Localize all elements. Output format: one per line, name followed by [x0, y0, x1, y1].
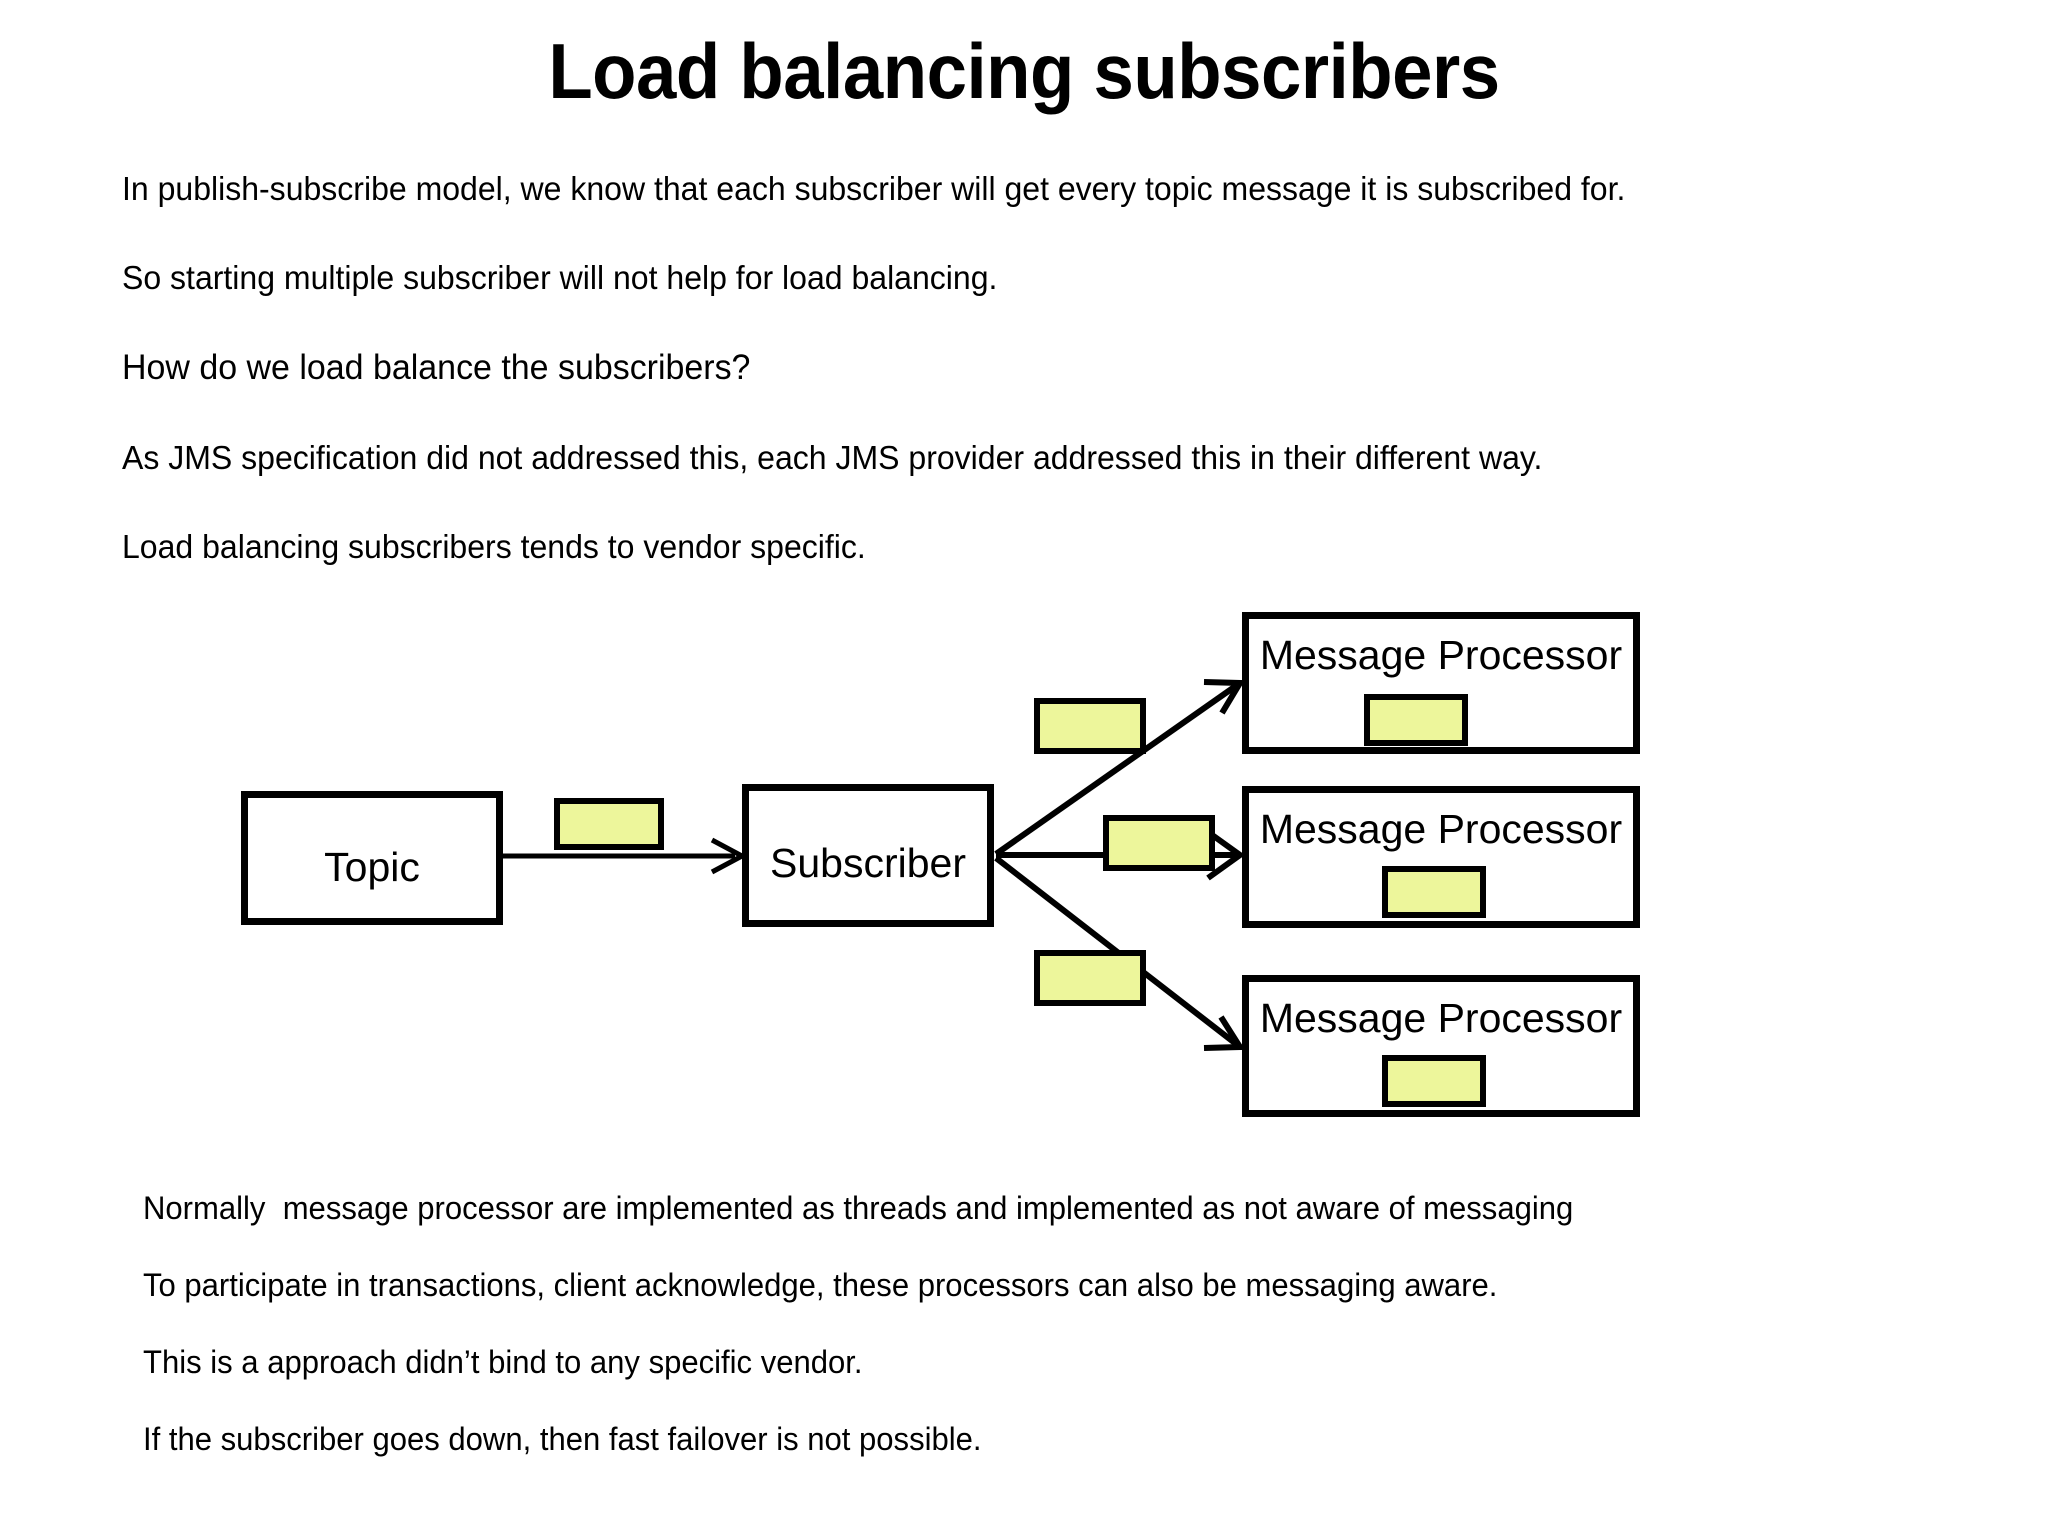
- intro-line-2: So starting multiple subscriber will not…: [122, 259, 998, 296]
- arrow-subscriber-to-processor-1: [994, 679, 1246, 857]
- message-token-in-processor-1: [1364, 694, 1468, 746]
- message-token-topic-link: [554, 798, 664, 850]
- notes-line-1: Normally message processor are implement…: [143, 1190, 1574, 1226]
- node-message-processor-3-label: Message Processor: [1259, 995, 1623, 1041]
- message-token-in-processor-3: [1382, 1055, 1486, 1107]
- arrow-topic-to-subscriber: [503, 837, 748, 875]
- intro-line-1: In publish-subscribe model, we know that…: [122, 170, 1626, 207]
- intro-line-5: Load balancing subscribers tends to vend…: [122, 528, 866, 565]
- node-topic-label: Topic: [324, 844, 420, 890]
- message-token-in-processor-2: [1382, 866, 1486, 918]
- node-message-processor-1[interactable]: Message Processor: [1242, 612, 1640, 754]
- intro-line-3: How do we load balance the subscribers?: [122, 348, 751, 387]
- node-subscriber[interactable]: Subscriber: [742, 784, 994, 927]
- notes-line-2: To participate in transactions, client a…: [143, 1267, 1498, 1303]
- notes-line-4: If the subscriber goes down, then fast f…: [143, 1421, 982, 1457]
- arrow-subscriber-to-processor-3: [994, 855, 1246, 1051]
- arrow-subscriber-to-processor-2: [996, 829, 1246, 881]
- node-message-processor-1-label: Message Processor: [1259, 632, 1623, 678]
- node-message-processor-2-label: Message Processor: [1259, 806, 1623, 852]
- intro-line-4: As JMS specification did not addressed t…: [122, 439, 1543, 476]
- node-subscriber-label: Subscriber: [770, 840, 966, 886]
- page-title: Load balancing subscribers: [548, 27, 1500, 115]
- message-token-branch-2: [1103, 815, 1215, 871]
- node-topic[interactable]: Topic: [241, 791, 503, 925]
- notes-line-3: This is a approach didn’t bind to any sp…: [143, 1344, 863, 1380]
- notes-text-block: Normally message processor are implement…: [143, 1192, 1933, 1500]
- intro-text-block: In publish-subscribe model, we know that…: [122, 172, 1912, 619]
- message-token-branch-1: [1034, 698, 1146, 754]
- message-token-branch-3: [1034, 950, 1146, 1006]
- node-message-processor-2[interactable]: Message Processor: [1242, 786, 1640, 928]
- node-message-processor-3[interactable]: Message Processor: [1242, 975, 1640, 1117]
